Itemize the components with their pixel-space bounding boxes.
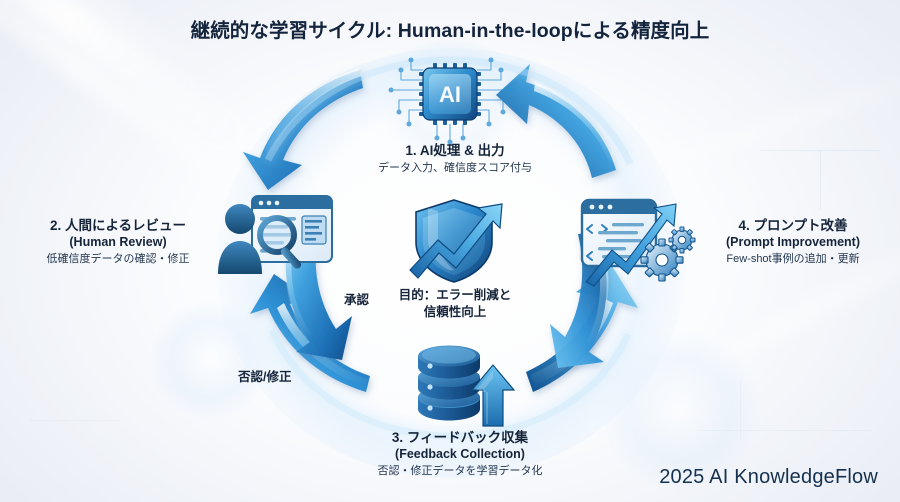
svg-text:AI: AI — [439, 82, 461, 107]
watermark-label: 2025 AI KnowledgeFlow — [659, 466, 878, 488]
circuit-line — [760, 150, 880, 151]
circuit-line — [30, 420, 120, 421]
node-title: 1. AI処理 & 出力 — [405, 143, 505, 158]
node-label-prompt-improvement: 4. プロンプト改善 (Prompt Improvement) Few-shot… — [688, 218, 898, 266]
node-subtitle: (Human Review) — [69, 234, 167, 249]
circuit-line — [700, 430, 870, 431]
page-title: 継続的な学習サイクル: Human-in-the-loopによる精度向上 — [190, 20, 710, 42]
edge-label-reject: 否認/修正 — [238, 370, 292, 384]
light-streak — [567, 55, 900, 201]
node-label-ai-processing: 1. AI処理 & 出力 データ入力、確信度スコア付与 — [305, 143, 605, 176]
node-subtitle: (Prompt Improvement) — [725, 234, 861, 249]
node-description: データ入力、確信度スコア付与 — [378, 161, 532, 174]
node-description: 否認・修正データを学習データ化 — [377, 464, 543, 477]
node-subtitle: (Feedback Collection) — [395, 446, 525, 461]
center-text-line1: 目的：エラー削減と — [398, 288, 512, 302]
database-upload-icon — [418, 345, 516, 427]
person-document-magnifier-icon — [218, 195, 333, 274]
node-label-human-review: 2. 人間によるレビュー (Human Review) 低確信度データの確認・修… — [8, 218, 228, 266]
circuit-line — [820, 150, 821, 210]
node-icon-ai-processing[interactable]: AI — [385, 52, 515, 145]
center-purpose-text: 目的：エラー削減と 信頼性向上 — [370, 287, 540, 321]
node-icon-human-review[interactable] — [218, 188, 338, 280]
node-title: 4. プロンプト改善 — [738, 218, 848, 233]
node-icon-prompt-improvement[interactable] — [578, 192, 696, 287]
node-title: 3. フィードバック収集 — [391, 430, 529, 445]
node-description: 低確信度データの確認・修正 — [46, 252, 190, 265]
node-description: Few-shot事例の追加・更新 — [726, 252, 860, 265]
edge-label-approve: 承認 — [344, 293, 370, 307]
ai-chip-icon: AI — [388, 57, 514, 145]
code-window-growth-gears-icon — [580, 198, 696, 287]
glow-dot — [150, 300, 270, 420]
node-label-feedback-collection: 3. フィードバック収集 (Feedback Collection) 否認・修正… — [330, 430, 590, 478]
node-icon-feedback-collection[interactable] — [410, 338, 520, 430]
center-icon-purpose — [404, 196, 508, 284]
circuit-line — [740, 380, 741, 440]
center-text-line2: 信頼性向上 — [423, 304, 487, 319]
node-title: 2. 人間によるレビュー — [49, 218, 187, 233]
shield-growth-arrow-icon — [409, 199, 503, 283]
